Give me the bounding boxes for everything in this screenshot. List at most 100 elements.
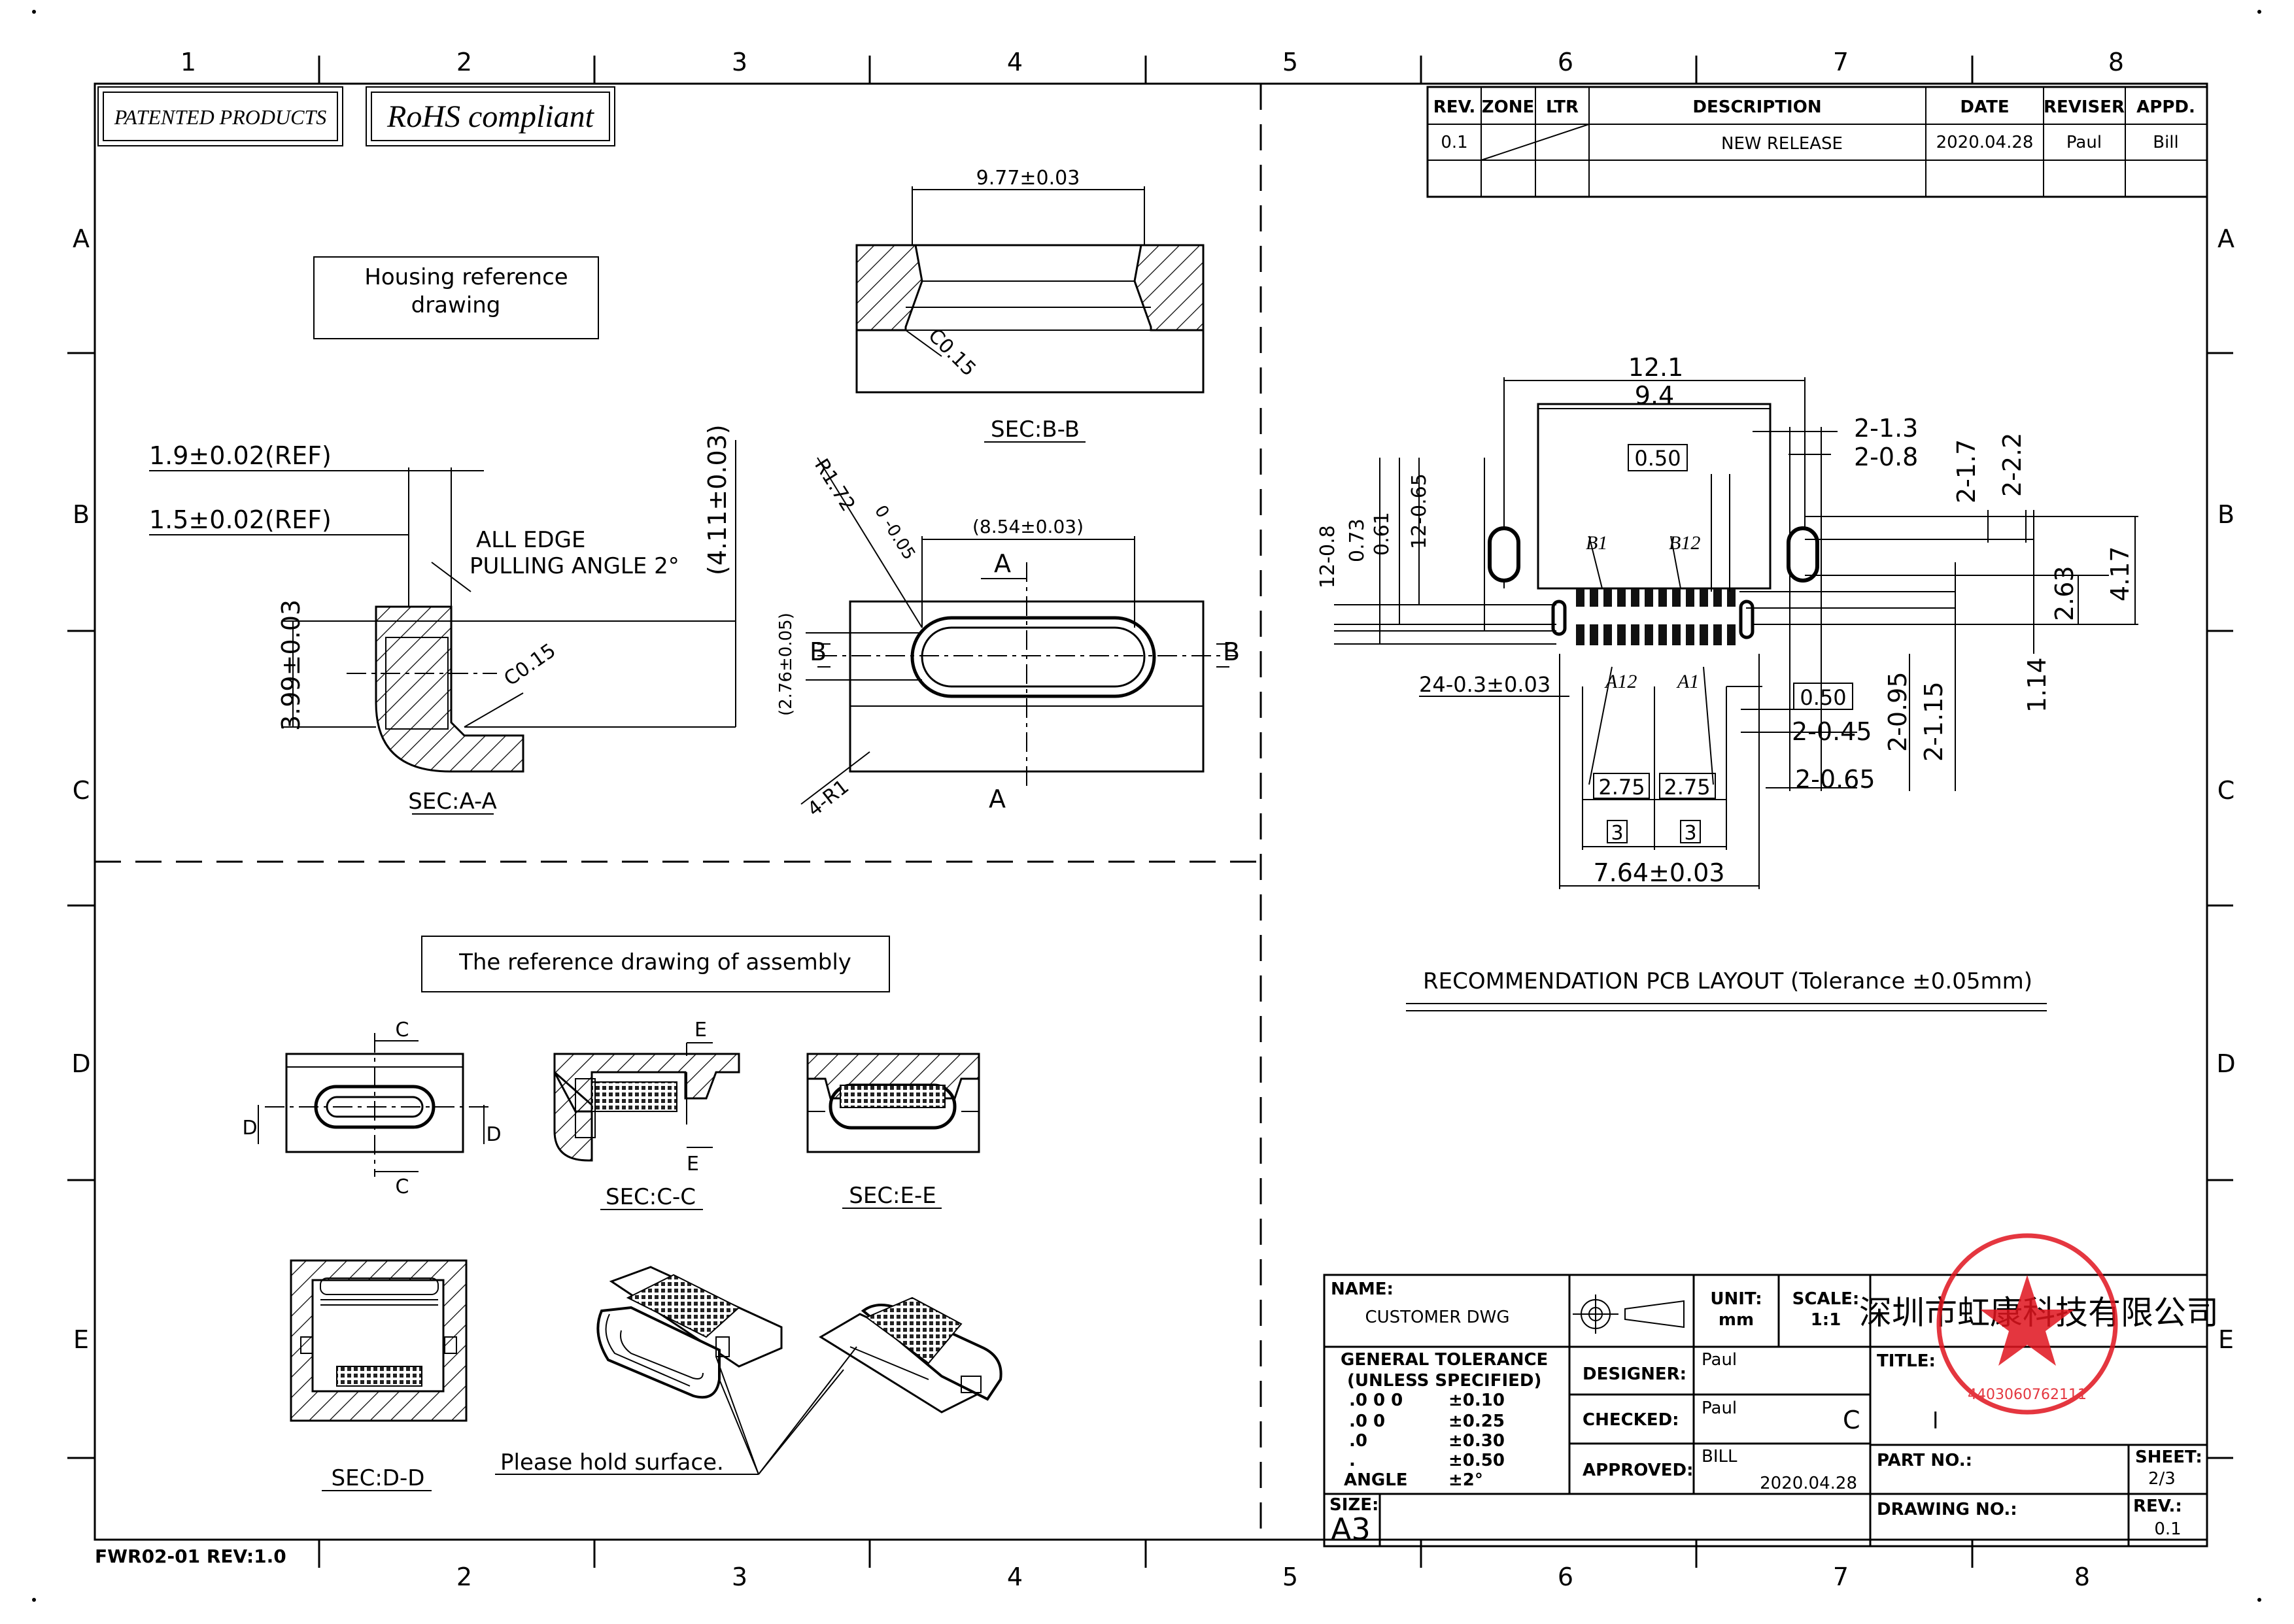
zone-top-5: 5: [1282, 48, 1298, 76]
dim-8-54: (8.54±0.03): [972, 516, 1084, 537]
tb-tol-row2-key: .0 0: [1349, 1412, 1385, 1431]
zone-left-B: B: [73, 500, 90, 529]
patented-text: PATENTED PRODUCTS: [114, 105, 326, 129]
zone-bottom-8: 8: [2074, 1563, 2090, 1591]
dim-3-left: 3: [1611, 822, 1623, 845]
label-sec-bb: SEC:B-B: [991, 416, 1080, 443]
tb-approved-value: BILL: [1702, 1447, 1738, 1466]
tb-tol-row4-val: ±0.50: [1448, 1451, 1505, 1470]
rev-row1-appd: Bill: [2153, 133, 2179, 152]
company-seal-stamp: 4403060762111: [1936, 1233, 2118, 1415]
tb-sheet-label: SHEET:: [2135, 1447, 2202, 1467]
third-angle-projection-icon: [1573, 1294, 1685, 1334]
tb-tol-title: GENERAL TOLERANCE: [1341, 1350, 1548, 1370]
section-ee-drawing: [806, 1053, 980, 1153]
zone-top-2: 2: [456, 48, 472, 76]
label-sec-aa: SEC:A-A: [408, 788, 497, 815]
dim-r1-72: R1.72: [810, 455, 859, 516]
dim-3-99: 3.99±0.03: [277, 600, 305, 731]
tb-title-value: l: [1932, 1408, 1938, 1434]
dim-2-0-65: 2-0.65: [1795, 765, 1875, 794]
title-block: NAME: CUSTOMER DWG UNIT: mm SCALE: 1:1 深…: [1323, 1233, 2219, 1548]
label-e-bottom: E: [687, 1153, 699, 1176]
pad-a-row: [1603, 624, 1612, 645]
pad-b-row: [1658, 588, 1667, 607]
tb-designer-value: Paul: [1702, 1350, 1737, 1370]
zone-left-A: A: [73, 224, 90, 253]
patented-badge: PATENTED PRODUCTS: [97, 86, 343, 146]
tb-scale-label: SCALE:: [1792, 1289, 1860, 1309]
section-cc-drawing: [553, 1042, 740, 1162]
zone-top-8: 8: [2108, 48, 2124, 76]
label-c-bottom: C: [396, 1176, 409, 1198]
tb-size-label: SIZE:: [1329, 1495, 1378, 1515]
pad-b-row: [1603, 588, 1612, 607]
form-code: FWR02-01 REV:1.0: [95, 1546, 286, 1567]
label-sec-ee: SEC:E-E: [849, 1183, 936, 1209]
tb-tol-row2-val: ±0.25: [1448, 1412, 1505, 1431]
dim-1-5-ref: 1.5±0.02(REF): [149, 505, 332, 534]
label-c-top: C: [396, 1019, 409, 1041]
zone-right-D: D: [2216, 1049, 2235, 1078]
label-d-right: D: [486, 1123, 501, 1146]
rohs-badge: RoHS compliant: [366, 86, 615, 146]
pad-b-row: [1631, 588, 1639, 607]
tb-size-value: A3: [1331, 1512, 1371, 1547]
dim-0-50-bottom: 0.50: [1800, 685, 1846, 710]
zone-bottom-3: 3: [732, 1563, 747, 1591]
tb-drawing-no-label: DRAWING NO.:: [1877, 1500, 2017, 1519]
tb-rev-value: 0.1: [2154, 1519, 2181, 1539]
dim-2-0-95: 2-0.95: [1883, 672, 1912, 753]
housing-title-box: [313, 256, 599, 339]
tb-title-label: TITLE:: [1877, 1351, 1936, 1371]
pad-a-row: [1590, 624, 1598, 645]
housing-front-view: [800, 457, 1236, 805]
pad-b-row: [1727, 588, 1736, 607]
zone-bottom-5: 5: [1282, 1563, 1298, 1591]
tb-checked-mark: C: [1843, 1406, 1860, 1434]
dim-4-r1: 4-R1: [803, 775, 853, 822]
dim-0-61: 0.61: [1371, 512, 1394, 556]
rev-col-date: DATE: [1960, 97, 2009, 117]
pad-a-row: [1700, 624, 1708, 645]
pin-label-b1: B1: [1586, 532, 1607, 554]
label-section-a-top: A: [994, 549, 1011, 578]
rev-row1-date: 2020.04.28: [1936, 133, 2034, 152]
zone-left-D: D: [71, 1049, 90, 1078]
dim-2-1-15: 2-1.15: [1919, 682, 1948, 762]
zone-bottom-6: 6: [1558, 1563, 1573, 1591]
tb-tol-row3-key: .0: [1349, 1431, 1367, 1451]
zone-right-E: E: [2218, 1325, 2234, 1354]
housing-title-line2: drawing: [411, 292, 501, 318]
dim-12-0-8: 12-0.8: [1316, 525, 1339, 588]
pad-a-row: [1617, 624, 1626, 645]
pad-b-row: [1700, 588, 1708, 607]
pin-label-a12: A12: [1604, 671, 1637, 692]
dim-2-0-45: 2-0.45: [1792, 717, 1872, 746]
dim-4-11: (4.11±0.03): [703, 424, 732, 575]
tb-rev-label: REV.:: [2133, 1497, 2182, 1516]
rev-col-reviser: REVISER: [2044, 97, 2125, 117]
zone-top-7: 7: [1833, 48, 1849, 76]
tb-designer-label: DESIGNER:: [1583, 1364, 1686, 1384]
dim-2-1-3: 2-1.3: [1854, 414, 1918, 443]
smt-pad-rows: [1576, 588, 1736, 645]
label-section-a-bottom: A: [989, 785, 1006, 813]
rohs-text: RoHS compliant: [386, 99, 595, 134]
rev-row1-reviser: Paul: [2066, 133, 2102, 152]
dim-1-14: 1.14: [2023, 657, 2051, 713]
pad-a-row: [1631, 624, 1639, 645]
tb-name-value: CUSTOMER DWG: [1365, 1308, 1509, 1327]
label-sec-dd: SEC:D-D: [332, 1465, 425, 1491]
dim-2-75-left: 2.75: [1598, 775, 1645, 800]
label-d-left: D: [242, 1117, 257, 1140]
note-pulling-angle: PULLING ANGLE 2°: [470, 553, 679, 579]
3d-view-front: [596, 1266, 783, 1399]
pad-b-row: [1590, 588, 1598, 607]
dim-c0-15-aa: C0.15: [500, 639, 560, 691]
dim-4-17: 4.17: [2106, 546, 2134, 601]
housing-reference-view: Housing reference drawing 1.9±0.02(REF) …: [149, 167, 1240, 821]
rev-col-description: DESCRIPTION: [1692, 97, 1821, 117]
section-bb-drawing: [855, 186, 1205, 394]
